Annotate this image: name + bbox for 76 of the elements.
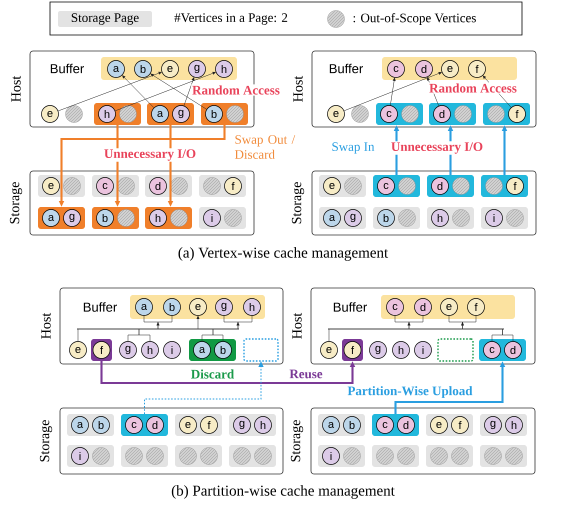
out-of-scope-vertex <box>344 177 362 195</box>
arrow <box>114 72 216 112</box>
out-of-scope-vertex <box>200 447 218 465</box>
out-of-scope-vertex <box>179 447 197 465</box>
out-of-scope-vertex <box>376 447 394 465</box>
subfigure-caption: (b) Partition-wise cache management <box>172 485 395 499</box>
out-of-scope-vertex <box>454 105 472 123</box>
empty-page-slot <box>243 338 279 362</box>
node-label: Host <box>11 76 21 102</box>
out-of-scope-vertex <box>254 447 272 465</box>
arrow <box>408 315 424 329</box>
out-of-scope-vertex <box>146 447 164 465</box>
out-of-scope-vertex <box>119 105 137 123</box>
annotation-text: Discard <box>191 369 234 379</box>
node-label: Storage <box>290 420 304 462</box>
node-label: Host <box>292 312 302 339</box>
out-of-scope-vertex <box>226 105 244 123</box>
node-label: Storage <box>292 182 304 224</box>
arrow <box>122 75 154 108</box>
bus-line <box>328 328 504 330</box>
out-of-scope-vertex <box>452 209 470 227</box>
node-label: Buffer <box>50 64 84 74</box>
arrow <box>184 77 194 106</box>
out-of-scope-vertex <box>170 209 188 227</box>
out-of-scope-vertex <box>170 177 188 195</box>
node-label: Host <box>293 76 303 102</box>
out-of-scope-vertex <box>117 177 135 195</box>
arrow <box>196 316 200 329</box>
out-of-scope-vertex <box>452 177 470 195</box>
legend-text: #Vertices in a Page: 2 <box>174 13 288 25</box>
subfigure-caption: (a) Vertex-wise cache management <box>178 247 388 261</box>
out-of-scope-vertex <box>401 105 419 123</box>
annotation-text: Swap In <box>332 142 374 154</box>
out-of-scope-vertex <box>397 447 415 465</box>
node-label: Buffer <box>334 302 368 312</box>
node-label: Storage <box>40 420 52 462</box>
arrow <box>344 72 442 112</box>
arrow <box>156 315 172 329</box>
edge-label: Partition-Wise Upload <box>346 385 474 399</box>
out-of-scope-vertex <box>65 105 83 123</box>
out-of-scope-vertex <box>451 447 469 465</box>
out-of-scope-vertex <box>92 447 110 465</box>
empty-page-slot <box>437 338 474 362</box>
annotation-text: Random Access <box>428 82 518 94</box>
arrow <box>150 74 208 110</box>
node-label: Buffer <box>84 302 118 312</box>
out-of-scope-vertex <box>398 209 416 227</box>
out-of-scope-vertex <box>203 177 221 195</box>
out-of-scope-vertex <box>484 447 502 465</box>
node-label: Storage <box>10 182 22 224</box>
out-of-scope-vertex <box>430 447 448 465</box>
out-of-scope-vertex <box>505 447 523 465</box>
arrow <box>461 315 476 329</box>
out-of-scope-vertex <box>125 447 143 465</box>
legend-text: : Out-of-Scope Vertices <box>354 13 476 25</box>
node-label: Buffer <box>330 64 364 74</box>
out-of-scope-vertex <box>233 447 251 465</box>
out-of-scope-vertex <box>343 447 361 465</box>
out-of-scope-vertex <box>351 105 369 123</box>
out-of-scope-vertex <box>224 209 242 227</box>
annotation-text: Unnecessary I/O <box>390 141 484 155</box>
out-of-scope-vertex <box>117 209 135 227</box>
arrow <box>236 315 252 329</box>
annotation-text: Unnecessary I/O <box>102 148 198 162</box>
bus-line <box>77 328 239 330</box>
out-of-scope-vertex <box>506 209 524 227</box>
out-of-scope-vertex <box>485 177 503 195</box>
arrow <box>390 78 396 106</box>
out-of-scope-vertex <box>487 105 505 123</box>
arrow <box>58 72 162 112</box>
out-of-scope-vertex <box>398 177 416 195</box>
edge-label: Reuse <box>288 368 324 380</box>
annotation-text: Swap Out / Discard <box>234 135 296 159</box>
annotation-text: Random Access <box>191 84 281 96</box>
out-of-scope-vertex <box>63 177 81 195</box>
node-label: Host <box>41 312 51 339</box>
